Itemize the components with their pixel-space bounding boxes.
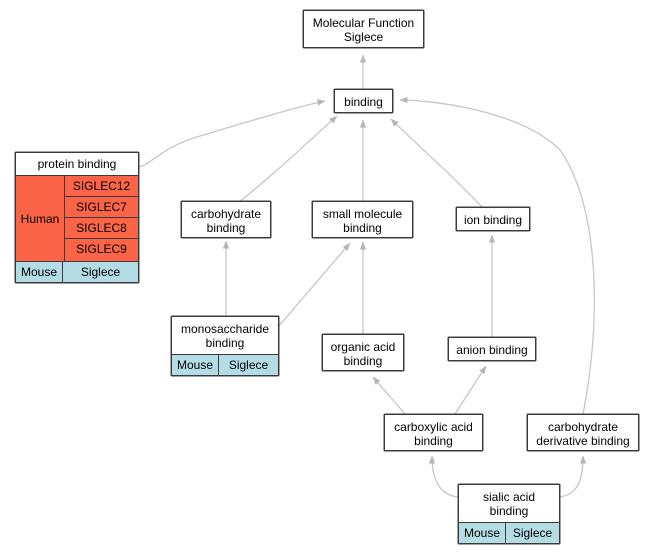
node-organic-acid-binding[interactable]: organic acid binding: [322, 334, 404, 371]
node-carbohydrate-derivative-binding[interactable]: carbohydrate derivative binding: [527, 414, 639, 451]
node-protein-binding[interactable]: protein binding Human SIGLEC12 SIGLEC7 S…: [15, 152, 139, 283]
edge-ion-binding-to-binding: [390, 118, 483, 208]
gene-item: SIGLEC12: [65, 176, 138, 197]
node-label: binding: [344, 95, 383, 109]
node-sialic-acid-binding[interactable]: sialic acid binding Mouse Siglece: [458, 484, 560, 544]
edge-protein-binding-to-binding: [138, 99, 326, 168]
species-mouse-label: Mouse: [172, 355, 220, 375]
node-label: ion binding: [463, 213, 523, 227]
protein-binding-annotation-table: Human SIGLEC12 SIGLEC7 SIGLEC8 SIGLEC9: [16, 175, 138, 261]
species-human-label: Human: [16, 176, 65, 261]
human-gene-list: SIGLEC12 SIGLEC7 SIGLEC8 SIGLEC9: [65, 176, 138, 261]
mouse-gene-label: Siglece: [80, 265, 121, 279]
node-label: monosaccharide binding: [180, 321, 270, 350]
species-mouse-label: Mouse: [16, 262, 64, 282]
species-mouse-label: Mouse: [459, 523, 507, 543]
node-label: carbohydrate derivative binding: [536, 420, 630, 448]
mouse-annotation-row: Mouse Siglece: [172, 354, 278, 375]
gene-item: SIGLEC9: [76, 242, 127, 256]
node-monosaccharide-binding[interactable]: monosaccharide binding Mouse Siglece: [171, 316, 279, 376]
edge-carbohydrate-derivative-to-binding: [399, 96, 595, 415]
node-label: organic acid binding: [330, 340, 396, 368]
node-carbohydrate-binding[interactable]: carbohydrate binding: [181, 201, 271, 238]
gene-item: SIGLEC7: [65, 197, 138, 218]
gene-item: SIGLEC8: [65, 218, 138, 239]
node-label: sialic acid binding: [482, 489, 536, 518]
mouse-gene-label: Siglece: [512, 526, 553, 540]
mouse-annotation-row: Mouse Siglece: [16, 261, 138, 282]
node-label: carboxylic acid binding: [394, 420, 473, 448]
node-molecular-function-siglece[interactable]: Molecular Function Siglece: [303, 10, 424, 48]
node-label: protein binding: [37, 157, 117, 171]
edge-sialic-acid-to-carbohydrate-derivative: [559, 455, 587, 498]
edge-carbohydrate-binding-to-binding: [239, 115, 338, 202]
node-label: anion binding: [456, 343, 528, 357]
edge-carboxylic-acid-to-anion-binding: [454, 365, 487, 415]
node-label: Molecular Function Siglece: [312, 16, 415, 44]
node-small-molecule-binding[interactable]: small molecule binding: [312, 201, 413, 238]
node-binding[interactable]: binding: [334, 89, 393, 113]
node-label: carbohydrate binding: [190, 207, 262, 235]
node-carboxylic-acid-binding[interactable]: carboxylic acid binding: [384, 414, 483, 451]
edge-sialic-acid-to-carboxylic-acid: [428, 455, 459, 498]
edge-carboxylic-acid-to-organic-acid: [372, 376, 406, 415]
node-label: small molecule binding: [322, 207, 403, 235]
mouse-gene-label: Siglece: [228, 358, 269, 372]
node-anion-binding[interactable]: anion binding: [448, 337, 536, 361]
edge-monosaccharide-to-small-molecule-binding: [278, 242, 351, 327]
mouse-annotation-row: Mouse Siglece: [459, 522, 559, 543]
node-ion-binding[interactable]: ion binding: [456, 207, 530, 231]
